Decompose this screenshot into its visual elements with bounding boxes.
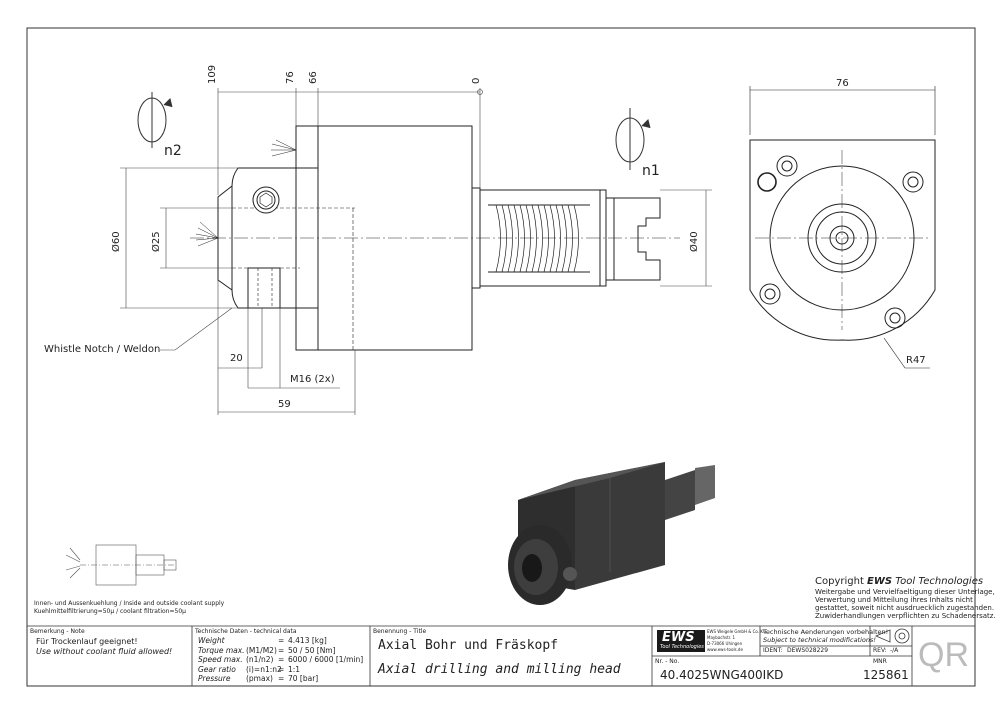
ident-value: DEWS028229 bbox=[787, 647, 829, 654]
tech-name: Speed max. bbox=[198, 655, 243, 664]
company-line-3: D-73066 Uhingen bbox=[707, 641, 743, 646]
dim-0: 0 bbox=[471, 77, 482, 84]
front-view bbox=[749, 86, 936, 369]
dimension-lines bbox=[120, 88, 712, 415]
copyright-title: Copyright EWS Tool Technologies bbox=[815, 577, 983, 587]
rev-label: REV: bbox=[873, 647, 887, 654]
whistle-notch-label: Whistle Notch / Weldon bbox=[44, 344, 161, 355]
label-n1: n1 bbox=[642, 163, 660, 179]
ews-logo-box bbox=[657, 630, 705, 652]
projection-symbol bbox=[874, 628, 910, 644]
tech-val: 70 [bar] bbox=[288, 674, 319, 683]
dim-76-top: 76 bbox=[285, 71, 296, 84]
tech-header: Technische Daten - technical data bbox=[195, 628, 297, 635]
label-n2: n2 bbox=[164, 143, 182, 159]
tech-sym: (pmax) bbox=[246, 674, 273, 683]
tech-val: 1:1 bbox=[288, 664, 301, 674]
company-line-4: www.ews-tools.de bbox=[707, 647, 743, 652]
ident-label: IDENT: bbox=[763, 647, 783, 654]
tech-eq: = bbox=[278, 664, 285, 674]
tech-table: Weight = 4.413 [kg] Torque max. (M1/M2) … bbox=[198, 636, 368, 684]
dim-76-side: 76 bbox=[836, 78, 849, 89]
rotation-symbol-n1 bbox=[615, 108, 651, 170]
dim-109: 109 bbox=[207, 64, 218, 84]
rev-value: -/A bbox=[890, 647, 899, 654]
part-number: 40.4025WNG400IKD bbox=[660, 668, 784, 682]
title-en: Axial drilling and milling head bbox=[378, 662, 621, 677]
dim-66: 66 bbox=[308, 71, 319, 84]
title-block-frame bbox=[27, 625, 975, 686]
changes-de: Technische Aenderungen vorbehalten! bbox=[763, 628, 889, 636]
ews-logo-sub: Tool Technologies bbox=[660, 644, 704, 650]
tech-eq: = bbox=[278, 674, 285, 683]
tech-sym: (i)=n1:n2 bbox=[246, 664, 282, 674]
coolant-note-1: Innen- und Aussenkuehlung / Inside and o… bbox=[34, 600, 225, 607]
copyright-line-3: gestattet, soweit nicht ausdruecklich zu… bbox=[815, 604, 995, 612]
note-en: Use without coolant fluid allowed! bbox=[36, 647, 173, 656]
coolant-note-2: Kuehlmittelfiltrierung=50µ / coolant fil… bbox=[34, 608, 186, 615]
dim-dia60: Ø60 bbox=[111, 231, 122, 252]
dim-20: 20 bbox=[230, 353, 243, 364]
dim-dia40: Ø40 bbox=[689, 231, 700, 252]
tech-val: 50 / 50 [Nm] bbox=[288, 645, 336, 655]
copyright-line-2: Verwertung und Mitteilung ihres Inhalts … bbox=[815, 596, 973, 604]
company-line-1: EWS Weigele GmbH & Co. KG bbox=[707, 629, 767, 634]
dim-59: 59 bbox=[278, 399, 291, 410]
tech-eq: = bbox=[278, 655, 285, 664]
tech-sym: (n1/n2) bbox=[246, 655, 274, 664]
tech-row: Torque max. (M1/M2) = 50 / 50 [Nm] bbox=[198, 646, 368, 656]
dim-m16: M16 (2x) bbox=[290, 374, 335, 385]
tech-name: Pressure bbox=[198, 674, 231, 683]
tech-row: Speed max. (n1/n2) = 6000 / 6000 [1/min] bbox=[198, 655, 368, 665]
tech-sym: (M1/M2) bbox=[246, 645, 277, 655]
isometric-render bbox=[508, 462, 715, 605]
title-de: Axial Bohr und Fräskopf bbox=[378, 638, 559, 653]
qr-placeholder: QR bbox=[918, 636, 969, 674]
tech-val: 6000 / 6000 [1/min] bbox=[288, 655, 364, 664]
tech-row: Weight = 4.413 [kg] bbox=[198, 636, 368, 646]
coolant-schematic bbox=[65, 544, 177, 586]
changes-en: Subject to technical modifications! bbox=[763, 636, 876, 644]
nr-label: Nr. - No. bbox=[655, 658, 680, 665]
tech-eq: = bbox=[278, 636, 285, 645]
side-view bbox=[190, 125, 680, 351]
copyright-prefix: Copyright bbox=[815, 576, 868, 587]
dim-r47: R47 bbox=[906, 355, 926, 366]
flange-outline bbox=[749, 139, 936, 341]
tech-row: Gear ratio (i)=n1:n2 = 1:1 bbox=[198, 665, 368, 675]
copyright-line-4: Zuwiderhandlungen verpflichten zu Schade… bbox=[815, 612, 996, 620]
tech-val: 4.413 [kg] bbox=[288, 636, 327, 645]
tech-name: Torque max. bbox=[198, 645, 245, 655]
mnr-value: 125861 bbox=[863, 668, 909, 682]
tech-eq: = bbox=[278, 645, 285, 655]
drive-tang bbox=[605, 197, 661, 281]
copyright-line-1: Weitergabe und Vervielfaeltigung dieser … bbox=[815, 588, 995, 596]
title-header: Benennung - Title bbox=[373, 628, 427, 635]
drawing-frame bbox=[26, 27, 976, 687]
tech-row: Pressure (pmax) = 70 [bar] bbox=[198, 674, 368, 684]
tech-name: Gear ratio bbox=[198, 664, 236, 674]
company-line-2: Maybachstr. 1 bbox=[707, 635, 736, 640]
tech-name: Weight bbox=[198, 636, 225, 645]
note-de: Für Trockenlauf geeignet! bbox=[36, 637, 138, 646]
copyright-suffix: Tool Technologies bbox=[892, 576, 984, 587]
copyright-brand: EWS bbox=[867, 576, 893, 587]
dim-dia25: Ø25 bbox=[151, 231, 162, 252]
ews-logo: EWS bbox=[662, 630, 695, 645]
note-header: Bemerkung - Note bbox=[30, 628, 85, 635]
mnr-label: MNR bbox=[873, 658, 887, 665]
rotation-symbol-n2 bbox=[137, 92, 173, 148]
